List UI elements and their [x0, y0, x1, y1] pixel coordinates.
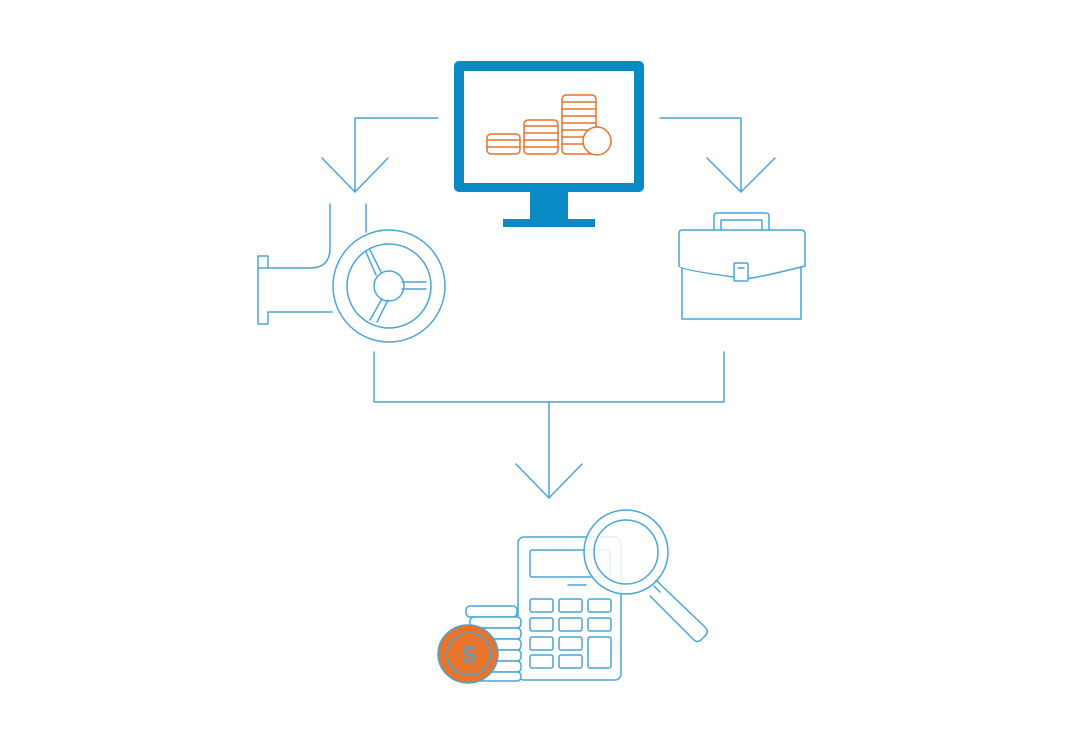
connector-left-to-merge — [373, 351, 550, 403]
briefcase-body — [681, 257, 802, 320]
valve-wheel-inner — [346, 243, 432, 329]
pipe-elbow-outer — [267, 203, 331, 269]
connectors — [321, 117, 776, 499]
pipe-valve-icon — [257, 203, 446, 343]
calculator-keys — [529, 598, 612, 669]
monitor-neck — [530, 191, 568, 221]
valve-spokes — [365, 249, 427, 323]
connector-top-to-left — [354, 117, 439, 193]
arrowhead-right — [706, 157, 776, 193]
valve-hub — [373, 270, 405, 302]
briefcase-icon — [678, 212, 806, 320]
connector-right-to-merge — [548, 351, 725, 403]
arrowhead-bottom — [515, 463, 583, 499]
dollar-coin-icon: $ — [437, 624, 499, 684]
pipe-flange — [257, 255, 269, 325]
calculator-coins-magnifier-icon — [465, 509, 709, 682]
briefcase-handle — [713, 212, 770, 231]
monitor-with-coins-icon — [454, 61, 644, 227]
magnifying-glass-icon — [583, 509, 709, 643]
coin-stacks-icon — [486, 94, 612, 156]
coin-symbol: $ — [462, 642, 475, 669]
monitor-base — [503, 219, 595, 227]
connector-top-to-right — [659, 117, 742, 193]
arrowhead-left — [321, 157, 389, 193]
briefcase-latch — [733, 262, 749, 282]
